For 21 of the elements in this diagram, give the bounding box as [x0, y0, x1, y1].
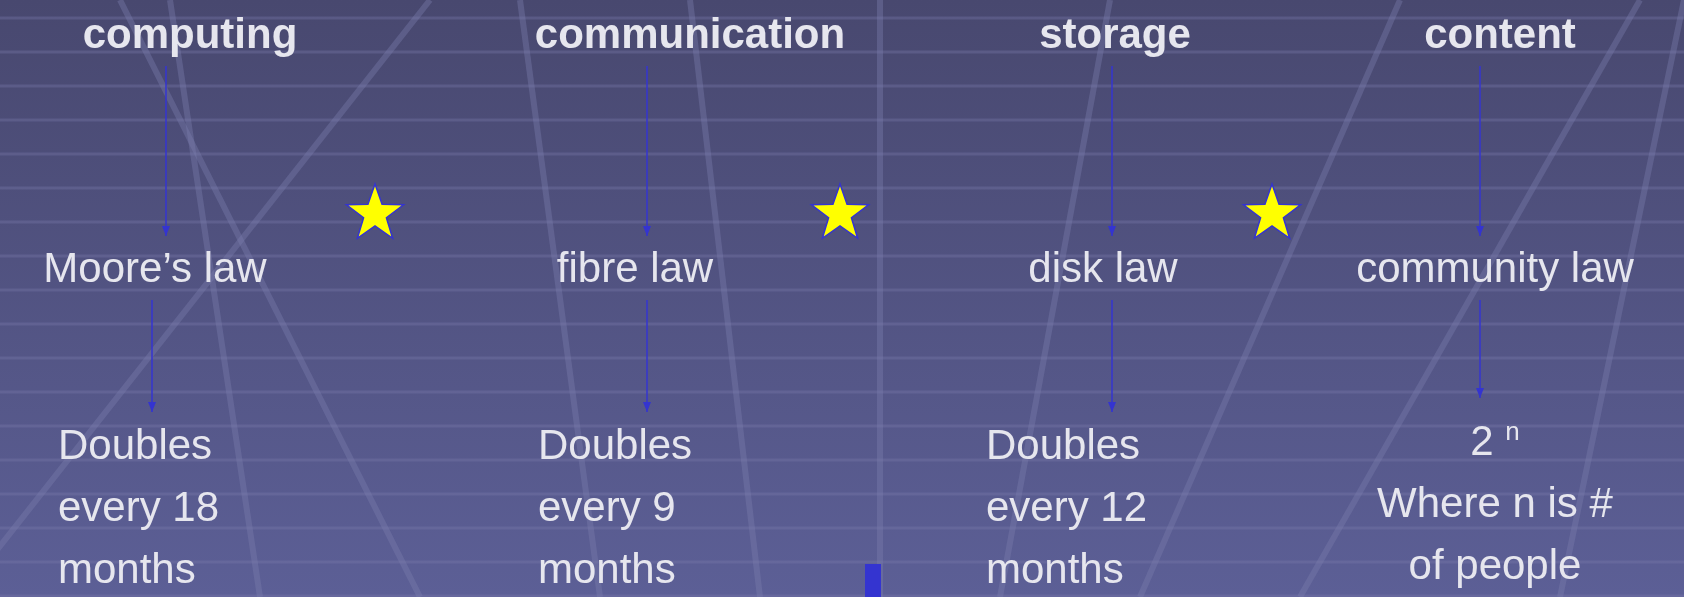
- arrow: [1107, 299, 1117, 413]
- formula: 2 $^{n}$: [1469, 415, 1521, 466]
- column-heading: communication: [533, 9, 847, 59]
- growth-description: Doubles every 18 months: [58, 420, 221, 594]
- growth-description: Doubles every 12 months: [986, 420, 1149, 594]
- arrow: [1475, 299, 1485, 399]
- arrow: [1107, 65, 1117, 237]
- growth-description: Where n is # of people: [1376, 478, 1614, 590]
- column-heading: storage: [1038, 9, 1192, 59]
- law-name: community law: [1355, 243, 1635, 293]
- arrow: [642, 299, 652, 413]
- arrow: [642, 65, 652, 237]
- arrow: [147, 299, 157, 413]
- law-name: disk law: [1027, 243, 1179, 293]
- arrow: [1475, 65, 1485, 237]
- law-name: fibre law: [555, 243, 715, 293]
- law-name: Moore’s law: [42, 243, 268, 293]
- column-heading: computing: [81, 9, 299, 59]
- column-heading: content: [1423, 9, 1577, 59]
- arrow: [161, 65, 171, 237]
- growth-description: Doubles every 9 months: [538, 420, 694, 594]
